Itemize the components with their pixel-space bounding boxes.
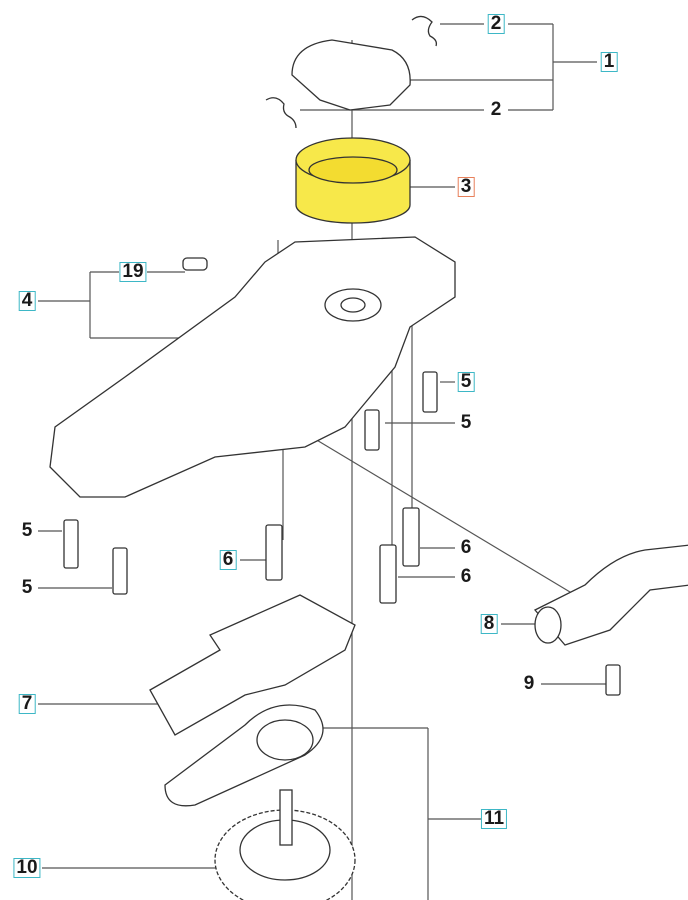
- tube: [533, 544, 688, 646]
- callout-9-plain: 9: [521, 673, 537, 694]
- gasket: [149, 594, 356, 736]
- housing: [49, 236, 456, 498]
- callout-1[interactable]: 1: [600, 52, 618, 72]
- spring-top: [411, 15, 438, 47]
- callout-2[interactable]: 2: [487, 14, 505, 34]
- callout-3[interactable]: 3: [457, 177, 475, 197]
- callout-4[interactable]: 4: [18, 291, 36, 311]
- leader-lines: [38, 23, 607, 900]
- callout-6-plain: 6: [458, 537, 474, 558]
- grease-nipple: [182, 257, 208, 271]
- callout-6[interactable]: 6: [219, 550, 237, 570]
- callout-5-plain: 5: [458, 412, 474, 433]
- clutch-shoe: [291, 39, 411, 111]
- bolts: [63, 371, 621, 696]
- spring-bottom: [265, 97, 297, 129]
- clutch-drum: [295, 137, 411, 224]
- callout-8[interactable]: 8: [480, 614, 498, 634]
- callout-6-plain: 6: [458, 566, 474, 587]
- callout-19[interactable]: 19: [119, 262, 147, 282]
- callout-2-plain: 2: [488, 99, 504, 120]
- callout-11[interactable]: 11: [480, 809, 508, 829]
- callout-7[interactable]: 7: [18, 694, 36, 714]
- callout-10[interactable]: 10: [13, 858, 41, 878]
- callout-5-plain: 5: [19, 520, 35, 541]
- callout-5-plain: 5: [19, 577, 35, 598]
- callout-5[interactable]: 5: [457, 372, 475, 392]
